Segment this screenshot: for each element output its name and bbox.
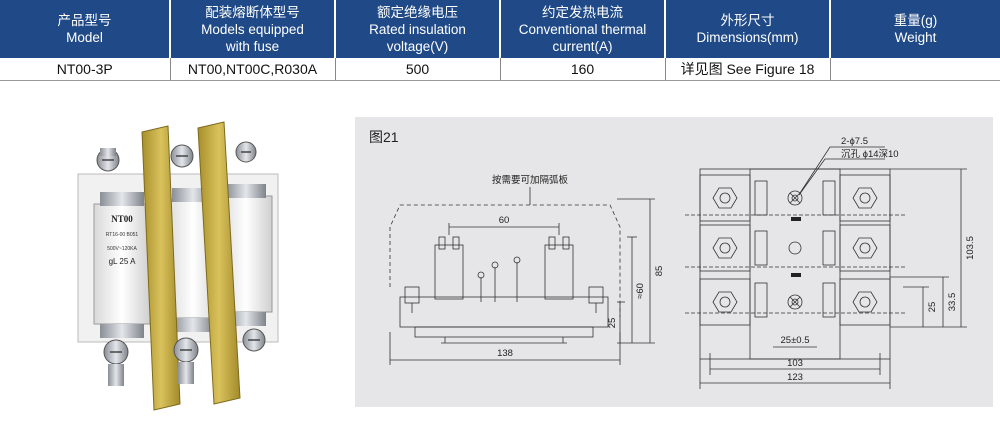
fuse-brand-text: NT00: [111, 214, 133, 224]
dim-25-tol: 25±0.5: [781, 335, 810, 346]
holes-note: 2-ϕ7.5: [841, 136, 868, 147]
dimension-drawing-panel: 图21: [355, 117, 993, 407]
barrier-note: 按需要可加隔弧板: [492, 174, 569, 186]
dimension-drawing: 按需要可加隔弧板 60 138 85 ≈60 25 2-ϕ7.5 沉孔 ϕ14深…: [389, 136, 976, 389]
dim-138: 138: [497, 348, 513, 359]
cell-voltage: 500: [335, 58, 501, 81]
cell-model: NT00-3P: [0, 58, 171, 81]
figure-label: 图21: [369, 129, 399, 145]
dim-103-5: 103.5: [965, 236, 976, 260]
dim-60: 60: [499, 215, 510, 226]
fuse-rating-text: gL 25 A: [109, 257, 137, 266]
cell-dimensions: 详见图 See Figure 18: [665, 58, 831, 81]
cell-weight: [830, 58, 1000, 81]
cell-current: 160: [500, 58, 666, 81]
fuse-type-text: RT16-00 B051: [106, 232, 139, 238]
dim-33-5: 33.5: [947, 293, 958, 312]
dim-approx-60: ≈60: [635, 283, 646, 299]
dim-25-side: 25: [607, 318, 618, 329]
header-weight: 重量(g)Weight: [830, 0, 1000, 58]
cell-fuse-models: NT00,NT00C,R030A: [170, 58, 336, 81]
table-row: NT00-3P NT00,NT00C,R030A 500 160 详见图 See…: [0, 58, 1000, 81]
dim-123: 123: [787, 372, 803, 383]
dim-25-top: 25: [927, 302, 938, 313]
counterbore-note: 沉孔 ϕ14深10: [841, 149, 899, 160]
dim-85: 85: [654, 266, 665, 277]
product-photo: NT00 RT16-00 B051 500V~120KA gL 25 A: [70, 118, 285, 416]
fuse-voltage-text: 500V~120KA: [107, 246, 137, 252]
dim-103: 103: [787, 358, 803, 369]
